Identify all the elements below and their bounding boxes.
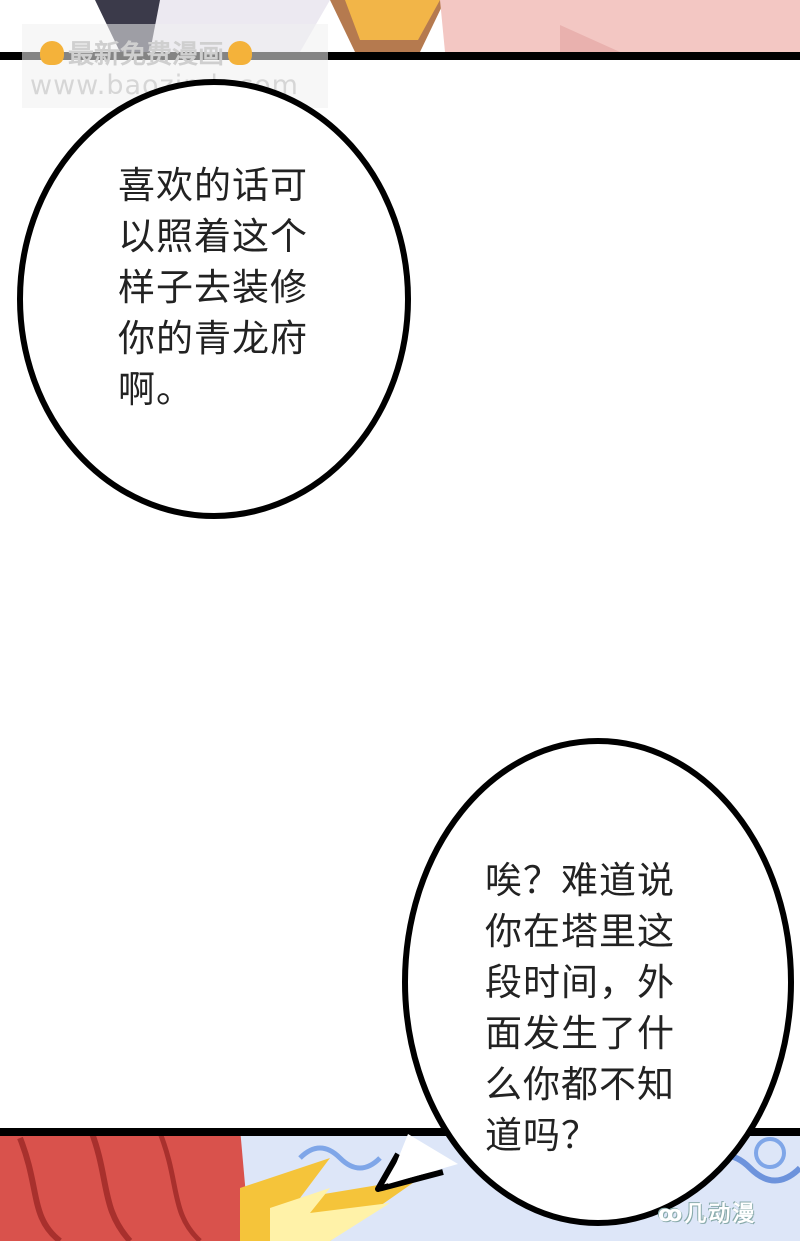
dialogue-line: 样子去装修 xyxy=(118,266,308,309)
dialogue-line: 段时间，外 xyxy=(485,961,675,1004)
panel-border-top xyxy=(0,52,800,60)
speech-bubble-bottom-right: 唉？难道说 你在塔里这 段时间，外 面发生了什 么你都不知 道吗？ xyxy=(485,855,675,1161)
dialogue-line: 喜欢的话可 xyxy=(118,164,308,207)
dialogue-line: 道吗？ xyxy=(485,1114,599,1157)
dialogue-line: 你在塔里这 xyxy=(485,910,675,953)
dialogue-line: 么你都不知 xyxy=(485,1063,675,1106)
dialogue-line: 唉？难道说 xyxy=(485,859,675,902)
speech-bubble-outline xyxy=(17,79,411,519)
pointing-hand-icon xyxy=(40,40,64,65)
dialogue-line: 啊。 xyxy=(118,368,194,411)
pointing-hand-icon xyxy=(228,40,253,65)
dialogue-line: 你的青龙府 xyxy=(118,317,308,360)
top-panel-art xyxy=(0,0,800,60)
speech-bubble-top-left: 喜欢的话可 以照着这个 样子去装修 你的青龙府 啊。 xyxy=(118,160,308,415)
publisher-logo: ꝏ几动漫 xyxy=(658,1202,757,1227)
dialogue-line: 以照着这个 xyxy=(118,215,308,258)
panel-border-bottom xyxy=(0,1128,800,1136)
dialogue-line: 面发生了什 xyxy=(485,1012,675,1055)
speech-bubble-outline xyxy=(375,738,794,1226)
watermark-title: 最新免费漫画 xyxy=(40,34,253,71)
